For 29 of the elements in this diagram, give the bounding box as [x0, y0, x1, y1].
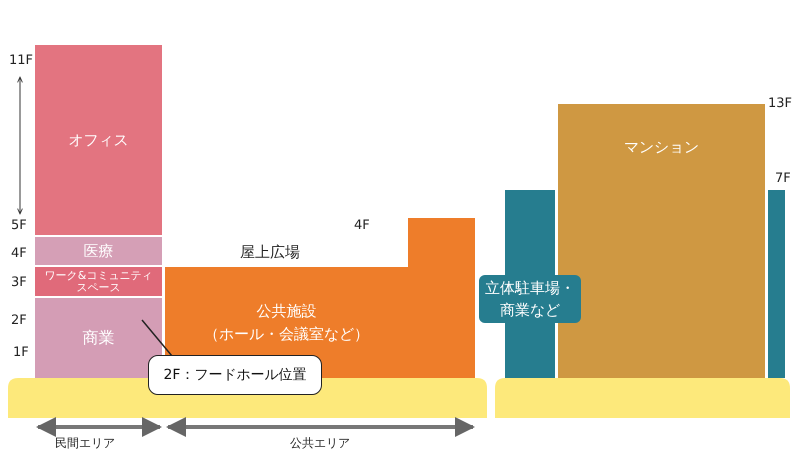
floor-label: 1F [13, 345, 29, 360]
floor-label: 4F [354, 218, 370, 233]
floor-label: 7F [775, 171, 791, 186]
commercial-block [35, 298, 162, 378]
office-block [35, 45, 162, 235]
apartment-block [558, 104, 765, 378]
block-title: 医療 [84, 242, 114, 260]
work-community-block [35, 267, 162, 296]
floor-label: 13F [768, 96, 792, 111]
block-title: 立体駐車場・商業など [479, 275, 581, 323]
block-title: ワーク&コミュニティスペース [44, 270, 154, 294]
medical-block [35, 237, 162, 265]
block-title: マンション [624, 138, 699, 157]
floor-label: 4F [11, 246, 27, 261]
zone-label: 公共エリア [290, 435, 350, 452]
block-title: 商業 [82, 328, 114, 348]
zone-label: 民間エリア [55, 435, 115, 452]
leader-line [141, 320, 173, 356]
block-title: 2F：フードホール位置 [164, 366, 306, 384]
block-title: 公共施設 [256, 302, 316, 321]
area-label: 屋上広場 [240, 243, 300, 262]
parking-bar [768, 190, 785, 378]
block-note: （ホール・会議室など） [204, 325, 369, 344]
floor-label: 5F [11, 218, 27, 233]
callout-bubble [148, 355, 322, 395]
block-title: オフィス [68, 130, 128, 150]
floor-label: 11F [9, 53, 34, 68]
floor-label: 3F [11, 275, 27, 290]
floor-label: 2F [11, 313, 27, 328]
